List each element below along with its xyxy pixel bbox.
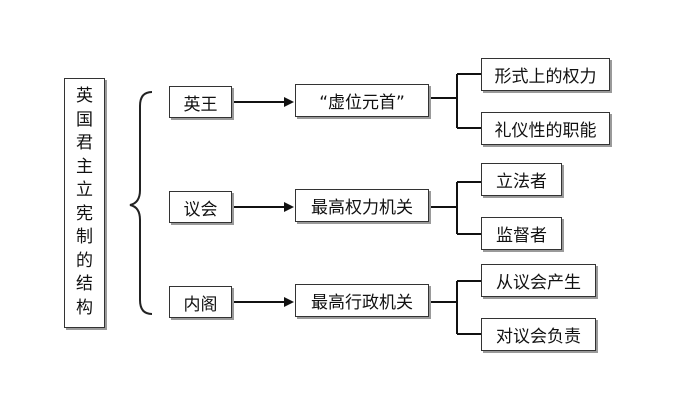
parliament-detail-box: 监督者	[481, 217, 562, 250]
arrowhead-cabinet-role	[284, 297, 294, 307]
arrowhead-king-role	[284, 97, 294, 107]
cabinet-detail-box: 从议会产生	[481, 264, 596, 297]
title-char: 宪	[76, 203, 93, 224]
title-char: 君	[76, 133, 93, 153]
fork-cabinet	[429, 280, 481, 335]
fork-parliament	[429, 181, 481, 235]
title-char: 构	[76, 297, 93, 318]
curly-brace	[129, 91, 153, 315]
king-role-box: “虚位元首”	[295, 84, 429, 117]
cabinet-box: 内阁	[169, 286, 232, 318]
title-char: 立	[76, 180, 93, 200]
title-char: 制	[76, 227, 93, 247]
cabinet-role-box: 最高行政机关	[295, 284, 429, 317]
parliament-role-box: 最高权力机关	[295, 189, 429, 222]
parliament-box: 议会	[169, 191, 232, 223]
fork-king	[429, 73, 481, 129]
king-box: 英王	[169, 86, 232, 118]
title-char: 的	[76, 250, 93, 271]
title-char: 主	[76, 156, 93, 177]
king-detail-box: 礼仪性的职能	[481, 112, 610, 145]
parliament-detail-box: 立法者	[481, 163, 562, 196]
cabinet-detail-box: 对议会负责	[481, 318, 596, 351]
title-box: 英 国 君 主 立 宪 制 的 结 构	[64, 78, 105, 328]
arrowhead-parliament-role	[284, 202, 294, 212]
title-char: 国	[76, 109, 93, 130]
title-char: 英	[76, 86, 93, 106]
title-char: 结	[76, 274, 93, 294]
king-detail-box: 形式上的权力	[481, 58, 610, 91]
